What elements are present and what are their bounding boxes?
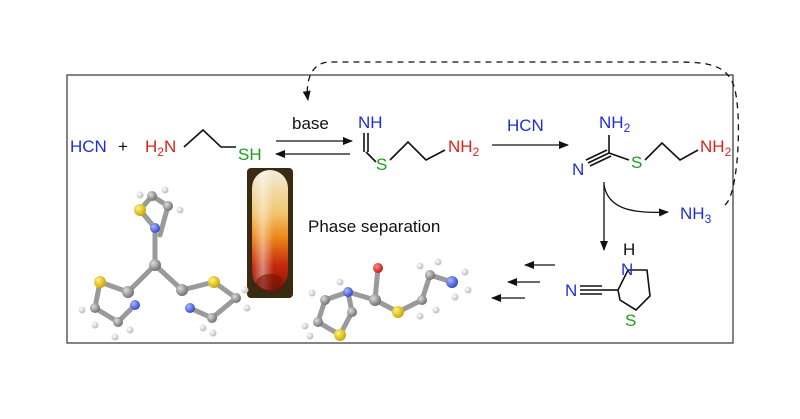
hcn-arrow-label: HCN: [507, 116, 544, 135]
svg-text:S: S: [625, 311, 636, 330]
svg-text:SH: SH: [238, 145, 262, 164]
ammonia-byproduct: NH3: [680, 204, 712, 226]
thiazolidine-nitrile-structure: N H N S: [565, 240, 651, 330]
phase-separation-label: Phase separation: [308, 217, 440, 236]
svg-text:N: N: [565, 281, 577, 300]
plus-sign: +: [118, 137, 128, 156]
scheme-frame: [66, 74, 734, 344]
svg-text:H: H: [623, 240, 635, 259]
svg-text:N: N: [572, 160, 584, 179]
cysteamine-structure: H2N SH: [145, 128, 262, 164]
aminonitrile-structure: NH2 N S NH2: [572, 113, 732, 179]
crystal-structure-tris-thiazoline: [92, 193, 239, 325]
svg-text:NH2: NH2: [448, 137, 480, 159]
svg-text:NH2: NH2: [700, 137, 732, 159]
crystal-atoms-1: [78, 186, 251, 341]
svg-text:NH2: NH2: [599, 113, 631, 135]
recycle-dashed-arrow: [302, 61, 740, 206]
hcn-reagent: HCN: [70, 137, 107, 156]
svg-text:NH: NH: [358, 113, 383, 132]
base-label: base: [292, 114, 329, 133]
ammonia-release-arrow: [603, 184, 669, 217]
crystal-atoms-2: [301, 258, 472, 341]
phase-separation-tube-photo: [247, 168, 293, 298]
svg-text:S: S: [376, 155, 387, 174]
svg-text:H2N: H2N: [145, 137, 176, 159]
thioimidate-structure: NH S NH2: [358, 113, 480, 174]
svg-text:N: N: [621, 260, 633, 279]
svg-text:S: S: [631, 153, 642, 172]
